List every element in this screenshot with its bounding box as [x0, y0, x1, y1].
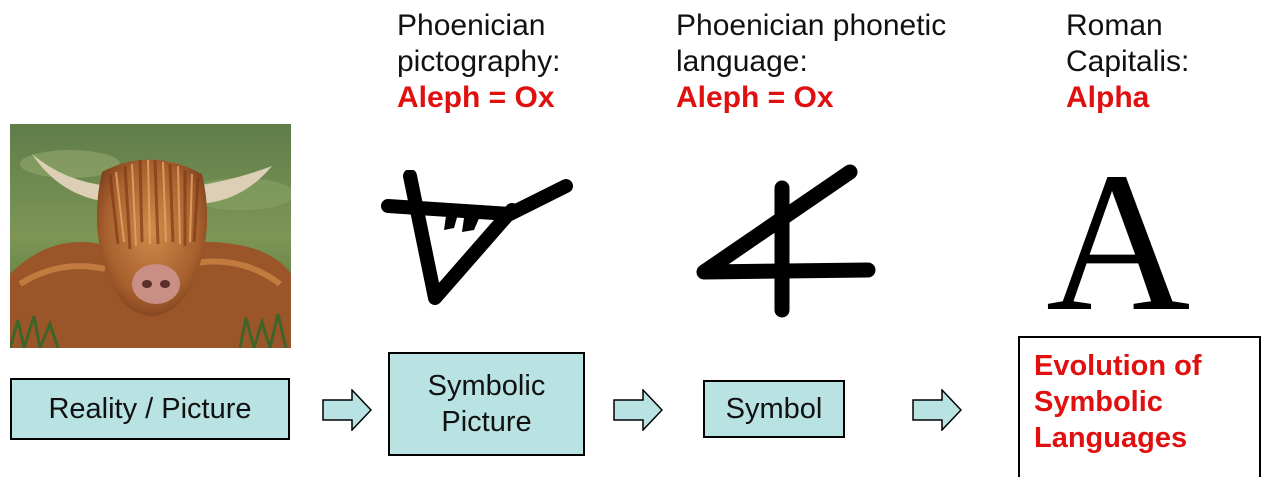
- heading-roman: Roman Capitalis: Alpha: [1066, 8, 1189, 116]
- stage-reality-picture: Reality / Picture: [10, 378, 290, 440]
- stage-symbol: Symbol: [703, 380, 845, 438]
- stage-label: Reality / Picture: [48, 393, 252, 425]
- heading-text: pictography:: [397, 45, 561, 78]
- heading-text: Capitalis:: [1066, 45, 1190, 78]
- aleph-pictograph-icon: [380, 169, 580, 325]
- conclusion-text: Symbolic: [1034, 386, 1163, 418]
- stage-label: Symbol: [725, 393, 823, 425]
- heading-phonetic: Phoenician phonetic language: Aleph = Ox: [676, 8, 946, 116]
- roman-a-icon: A: [1046, 132, 1191, 353]
- heading-highlight: Aleph = Ox: [676, 81, 834, 114]
- heading-text: Phoenician: [397, 9, 546, 42]
- right-arrow-icon: [912, 388, 963, 436]
- heading-text: language:: [676, 45, 808, 78]
- stage-label: Picture: [441, 406, 532, 438]
- stage-label: Symbolic: [427, 370, 546, 402]
- right-arrow-icon: [613, 388, 664, 436]
- stage-symbolic-picture: Symbolic Picture: [388, 352, 585, 456]
- heading-text: Roman: [1066, 9, 1163, 42]
- heading-highlight: Aleph = Ox: [397, 81, 555, 114]
- heading-pictography: Phoenician pictography: Aleph = Ox: [397, 8, 560, 116]
- aleph-phonetic-icon: [690, 160, 880, 325]
- conclusion-text: Evolution of: [1034, 350, 1202, 382]
- heading-highlight: Alpha: [1066, 81, 1150, 114]
- conclusion-text: Languages: [1034, 422, 1188, 454]
- roman-a-letter: A: [1046, 132, 1191, 353]
- right-arrow-icon: [322, 388, 373, 436]
- highland-cow-photo: [10, 124, 291, 348]
- heading-text: Phoenician phonetic: [676, 9, 947, 42]
- conclusion-box: Evolution of Symbolic Languages: [1018, 336, 1261, 477]
